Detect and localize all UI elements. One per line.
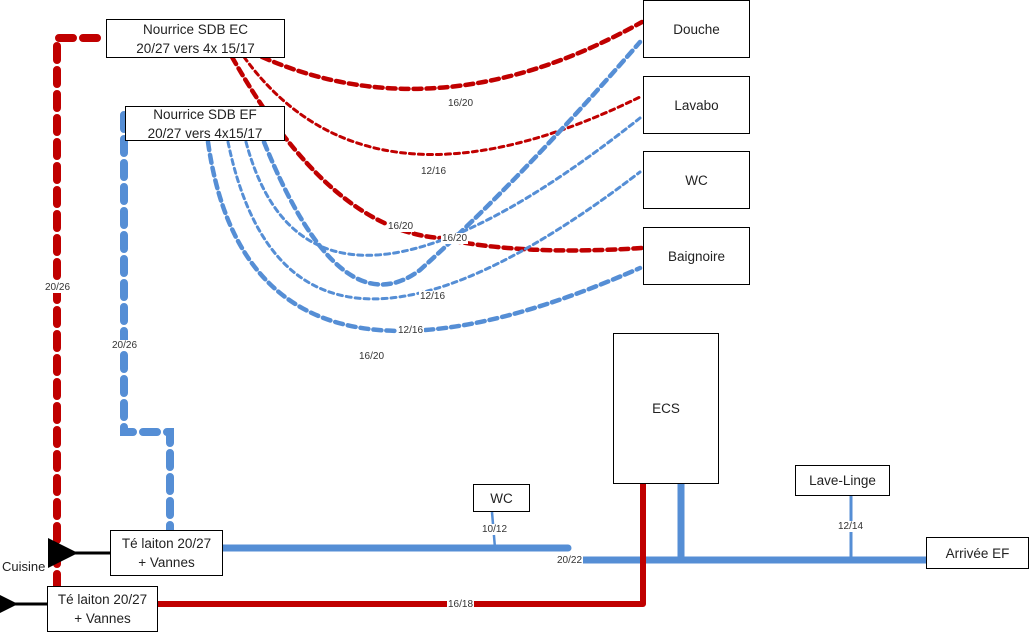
pipe-label-cold-baignoire: 16/20 — [358, 351, 386, 362]
hot-tee-valves: + Vannes — [74, 611, 131, 626]
hot-ecs-pipe — [158, 484, 646, 607]
fixture-baignoire-label: Baignoire — [667, 248, 726, 264]
cold-pipe-baignoire — [205, 139, 643, 334]
pipe-label-hot-riser: 20/26 — [44, 282, 72, 293]
hot-tee-title: Té laiton 20/27 — [57, 592, 148, 607]
fixture-wc-sdb-label: WC — [685, 172, 708, 188]
fixture-douche-label: Douche — [673, 21, 720, 37]
hot-manifold-title: Nourrice SDB EC — [142, 21, 249, 37]
pipe-label-wc-branch: 10/12 — [481, 524, 509, 535]
fixture-douche: Douche — [643, 0, 750, 58]
hot-manifold-box: Nourrice SDB EC 20/27 vers 4x 15/17 — [106, 19, 285, 58]
pipe-label-hot-return: 16/18 — [447, 599, 475, 610]
pipe-label-cold-lavabo: 12/16 — [419, 291, 447, 302]
hot-pipe-douche — [259, 19, 645, 92]
cold-manifold-title: Nourrice SDB EF — [153, 106, 257, 122]
fixture-baignoire: Baignoire — [643, 227, 750, 285]
cold-tee-title: Té laiton 20/27 — [121, 536, 212, 551]
fixture-lavabo-label: Lavabo — [674, 97, 719, 113]
cold-pipe-wc — [226, 140, 642, 301]
pipe-label-main-cold: 20/22 — [556, 555, 584, 566]
fixture-lave-linge: Lave-Linge — [795, 465, 890, 496]
pipe-label-cold-riser: 20/26 — [111, 340, 139, 351]
cold-tee-valves: + Vannes — [138, 555, 195, 570]
hot-riser-pipe — [53, 34, 101, 594]
fixture-wc-sdb: WC — [643, 151, 750, 209]
pipe-label-lave-linge: 12/14 — [837, 521, 865, 532]
cold-pipe-douche — [261, 39, 643, 287]
ecs-label: ECS — [652, 401, 680, 416]
ecs-water-heater: ECS — [613, 333, 719, 484]
fixture-lave-linge-label: Lave-Linge — [809, 473, 876, 488]
cuisine-label: Cuisine — [2, 559, 46, 574]
cold-manifold-box: Nourrice SDB EF 20/27 vers 4x15/17 — [125, 106, 285, 141]
cold-riser-pipe — [120, 111, 174, 534]
arrivee-ef-label: Arrivée EF — [945, 545, 1010, 561]
fixture-wc-ground: WC — [473, 484, 530, 512]
pipe-label-hot-douche: 16/20 — [447, 98, 475, 109]
fixture-wc-ground-label: WC — [490, 490, 513, 506]
hot-pipe-lavabo — [242, 55, 644, 156]
fixture-lavabo: Lavabo — [643, 76, 750, 134]
pipe-label-hot-baignoire-b: 16/20 — [441, 233, 469, 244]
pipe-label-hot-baignoire-a: 16/20 — [387, 221, 415, 232]
cold-pipe-lavabo — [244, 116, 642, 257]
cold-manifold-spec: 20/27 vers 4x15/17 — [147, 125, 263, 141]
hot-pipe-baignoire — [229, 54, 645, 253]
cold-tee-box: Té laiton 20/27 + Vannes — [110, 530, 223, 576]
hot-tee-box: Té laiton 20/27 + Vannes — [47, 586, 158, 632]
pipe-label-cold-wc: 12/16 — [397, 325, 425, 336]
arrivee-ef-box: Arrivée EF — [926, 537, 1029, 569]
pipe-label-hot-lavabo: 12/16 — [420, 166, 448, 177]
hot-manifold-spec: 20/27 vers 4x 15/17 — [136, 40, 255, 56]
